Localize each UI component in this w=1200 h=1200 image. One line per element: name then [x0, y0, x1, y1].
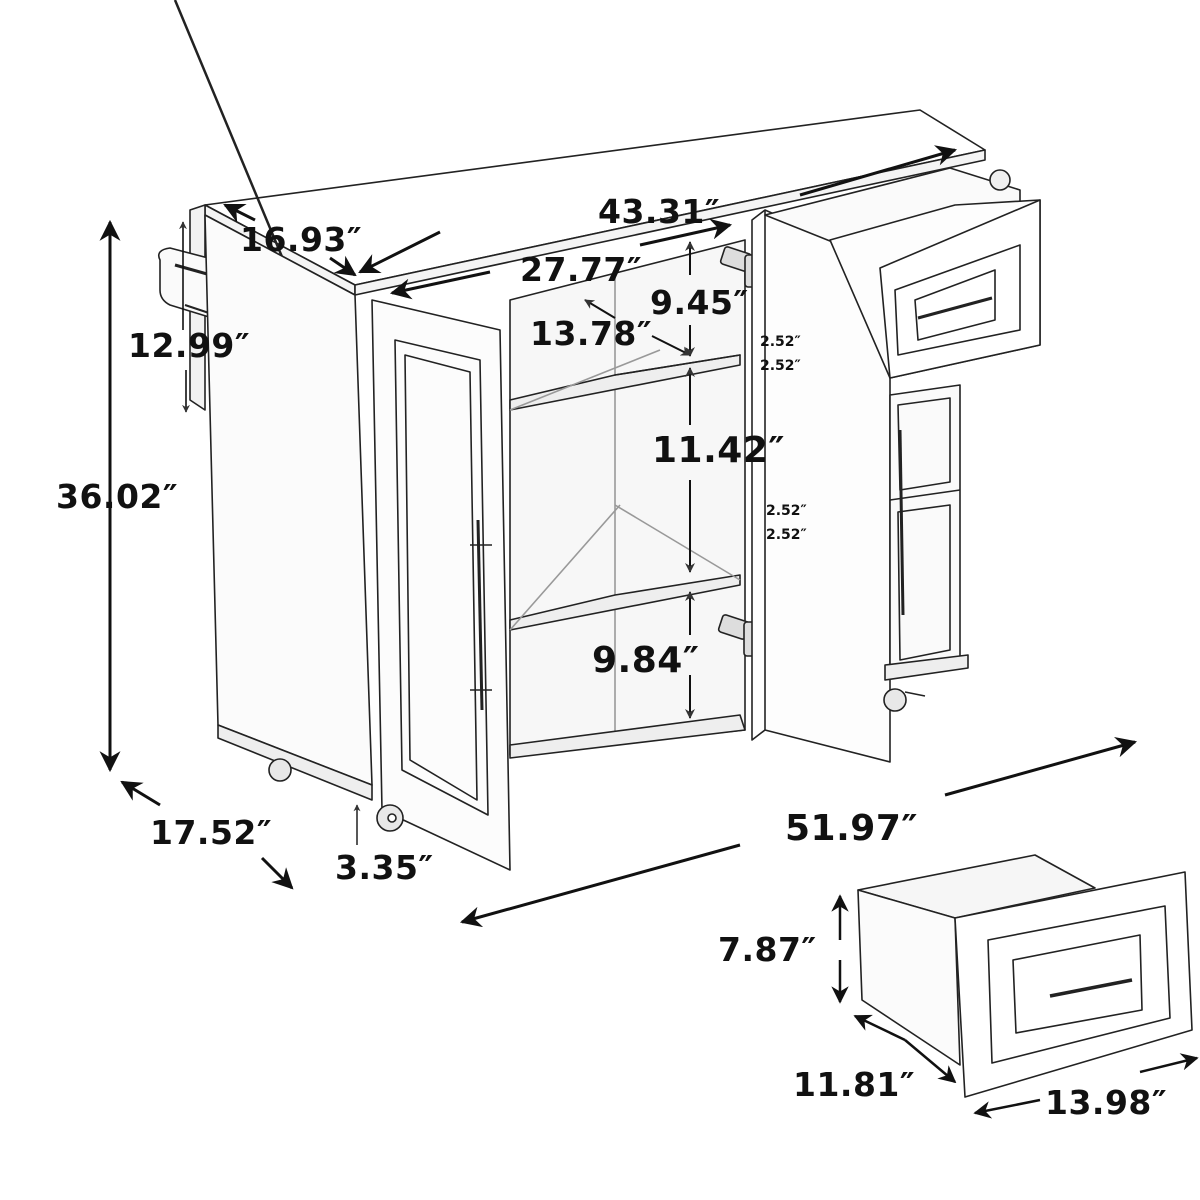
side-drawers	[884, 384, 969, 681]
right-door	[751, 209, 891, 763]
label-shelf-adjust-lower-1: 2.52″	[766, 503, 807, 519]
label-caster-height: 3.35″	[335, 848, 434, 887]
dimension-lines	[99, 145, 1199, 1119]
label-shelf-adjust-lower-2: 2.52″	[766, 527, 807, 543]
label-drawer-width: 13.98″	[1045, 1083, 1168, 1122]
casters	[268, 688, 926, 832]
label-middle-shelf-gap: 11.42″	[652, 430, 785, 471]
left-side-panel	[204, 214, 373, 801]
shelf-upper	[509, 354, 741, 411]
label-top-depth: 16.93″	[240, 220, 363, 259]
top-drawer	[764, 167, 1041, 379]
left-door	[371, 299, 511, 871]
label-shelf-adjust-upper-1: 2.52″	[760, 334, 801, 350]
label-overall-depth: 17.52″	[150, 813, 273, 852]
spice-rack-handle	[989, 169, 1011, 191]
label-overall-height: 36.02″	[56, 477, 179, 516]
label-drop-leaf-height: 12.99″	[128, 326, 251, 365]
label-overall-width: 51.97″	[785, 808, 918, 849]
towel-bar	[173, 0, 302, 301]
label-bottom-shelf-gap: 9.84″	[592, 640, 700, 681]
label-top-width: 43.31″	[598, 192, 721, 231]
label-cabinet-interior-width: 27.77″	[520, 250, 643, 289]
label-drawer-depth: 11.81″	[793, 1065, 916, 1104]
label-top-shelf-gap: 9.45″	[650, 283, 749, 322]
detached-drawer	[857, 854, 1193, 1098]
label-shelf-adjust-upper-2: 2.52″	[760, 358, 801, 374]
label-drawer-height: 7.87″	[718, 930, 817, 969]
label-shelf-depth: 13.78″	[530, 314, 653, 353]
